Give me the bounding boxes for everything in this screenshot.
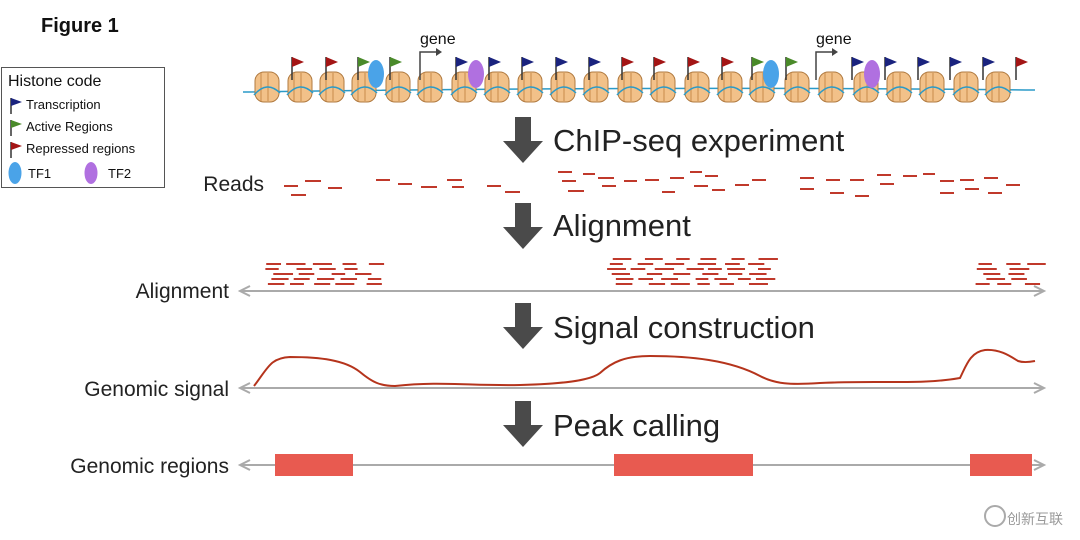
chromatin-strip	[242, 48, 1036, 103]
axis-alignment	[237, 285, 1047, 297]
label-genomic-signal: Genomic signal	[84, 378, 229, 401]
nucleosome	[384, 71, 412, 103]
tf1-icon	[368, 60, 384, 88]
step-alignment: Alignment	[553, 208, 691, 243]
flag-icon	[325, 57, 338, 80]
legend-box: Histone code Transcription Active Region…	[1, 67, 165, 188]
flag-icon	[10, 142, 22, 158]
nucleosome	[984, 71, 1012, 103]
legend-item-transcription: Transcription	[26, 97, 101, 112]
flag-icon	[488, 57, 501, 80]
axis-genomic-signal	[237, 382, 1047, 394]
gene-arrow-icon	[815, 48, 838, 80]
peak-region	[970, 454, 1032, 476]
tf1-icon	[8, 162, 22, 184]
flag-icon	[785, 57, 798, 80]
peak-region	[275, 454, 353, 476]
legend-item-active-regions: Active Regions	[26, 119, 113, 134]
tf2-icon	[864, 60, 880, 88]
tf1-icon	[763, 60, 779, 88]
flag-icon	[721, 57, 734, 80]
gene-arrow-icon	[419, 48, 442, 80]
flag-icon	[555, 57, 568, 80]
nucleosome	[952, 71, 980, 103]
nucleosome	[253, 71, 281, 103]
flag-icon	[687, 57, 700, 80]
figure-title: Figure 1	[41, 15, 119, 37]
nucleosome	[649, 71, 677, 103]
flag-icon	[949, 57, 962, 80]
flag-icon	[10, 98, 22, 114]
nucleosome	[885, 71, 913, 103]
step-chipseq: ChIP-seq experiment	[553, 123, 845, 158]
flag-icon	[521, 57, 534, 80]
step-peak-calling: Peak calling	[553, 408, 721, 443]
genomic-signal-curve	[253, 348, 1036, 388]
watermark-logo-icon	[984, 505, 1006, 527]
flag-icon	[653, 57, 666, 80]
nucleosome	[716, 71, 744, 103]
legend-item-repressed-regions: Repressed regions	[26, 141, 136, 156]
down-arrow-icon	[503, 203, 543, 249]
label-alignment: Alignment	[135, 280, 229, 303]
flag-icon	[917, 57, 930, 80]
flag-icon	[1015, 57, 1028, 80]
nucleosome	[483, 71, 511, 103]
nucleosome	[516, 71, 544, 103]
step-signal-construction: Signal construction	[553, 310, 815, 345]
nucleosome	[918, 71, 946, 103]
legend-title: Histone code	[8, 73, 102, 90]
flag-icon	[10, 120, 22, 136]
flag-icon	[621, 57, 634, 80]
peak-region	[614, 454, 753, 476]
nucleosome	[582, 71, 610, 103]
flag-icon	[389, 57, 402, 80]
flag-icon	[455, 57, 468, 80]
nucleosome	[549, 71, 577, 103]
nucleosome	[683, 71, 711, 103]
tf2-icon	[84, 162, 98, 184]
nucleosome	[416, 71, 444, 103]
gene-label-2: gene	[816, 31, 852, 48]
flag-icon	[751, 57, 764, 80]
down-arrow-icon	[503, 303, 543, 349]
flag-icon	[588, 57, 601, 80]
label-genomic-regions: Genomic regions	[70, 455, 229, 478]
label-reads: Reads	[203, 173, 264, 196]
down-arrow-icon	[503, 401, 543, 447]
flag-icon	[851, 57, 864, 80]
flag-icon	[291, 57, 304, 80]
flag-icon	[884, 57, 897, 80]
nucleosome	[286, 71, 314, 103]
nucleosome	[817, 71, 845, 103]
watermark: 创新互联	[1007, 511, 1063, 527]
gene-label-1: gene	[420, 31, 456, 48]
legend-item-tf1: TF1	[28, 166, 52, 181]
legend-item-tf2: TF2	[108, 166, 132, 181]
nucleosome	[616, 71, 644, 103]
nucleosome	[783, 71, 811, 103]
flag-icon	[982, 57, 995, 80]
down-arrow-icon	[503, 117, 543, 163]
flag-icon	[357, 57, 370, 80]
tf2-icon	[468, 60, 484, 88]
